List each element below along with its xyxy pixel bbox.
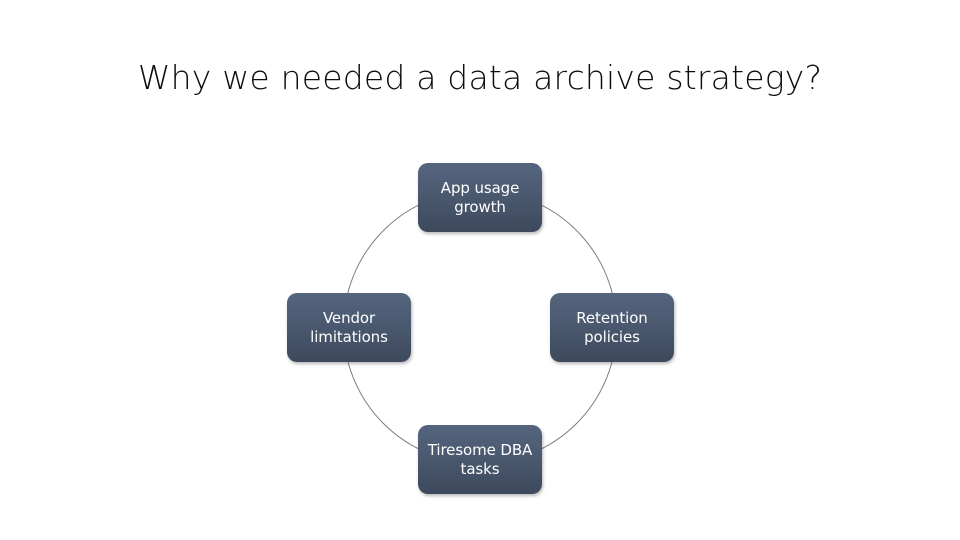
cycle-node-label: Vendor limitations <box>310 308 388 346</box>
cycle-node-label: App usage growth <box>440 178 520 216</box>
page-title: Why we needed a data archive strategy? <box>137 58 823 97</box>
cycle-node-vendor-limitations[interactable]: Vendor limitations <box>287 293 411 362</box>
cycle-node-retention-policies[interactable]: Retention policies <box>550 293 674 362</box>
cycle-node-label: Tiresome DBA tasks <box>427 440 533 478</box>
cycle-node-label: Retention policies <box>576 308 648 346</box>
cycle-diagram: App usage growth Retention policies Tire… <box>280 150 680 510</box>
cycle-node-app-usage-growth[interactable]: App usage growth <box>418 163 542 232</box>
cycle-node-tiresome-dba-tasks[interactable]: Tiresome DBA tasks <box>418 425 542 494</box>
